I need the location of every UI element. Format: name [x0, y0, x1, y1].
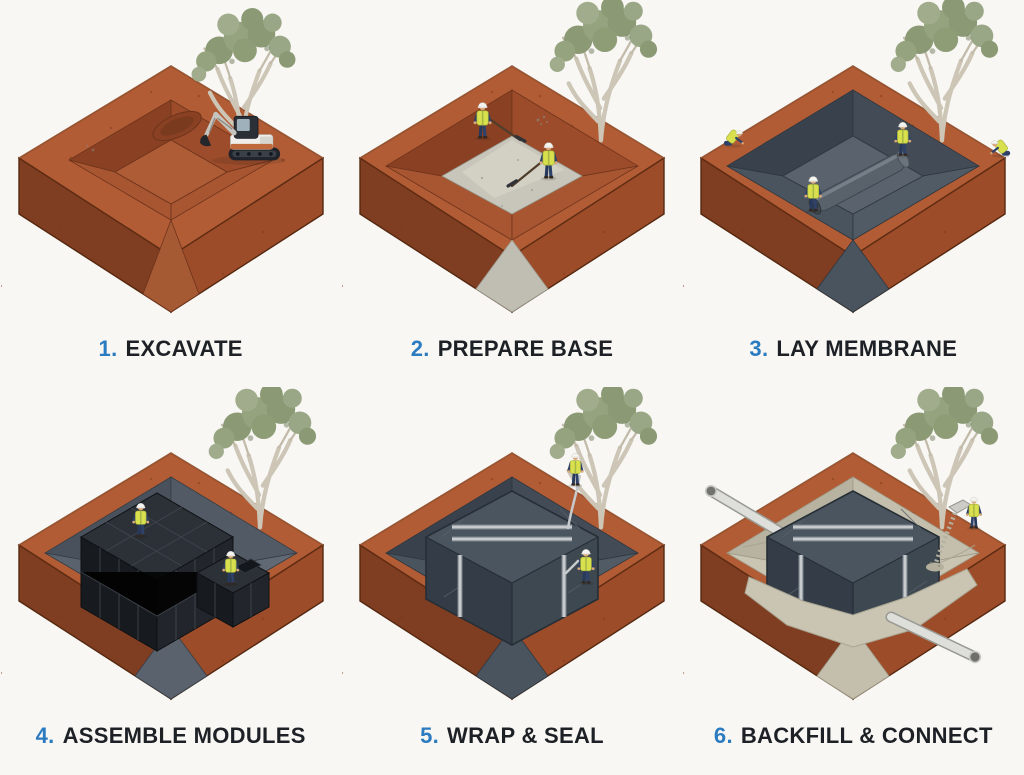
step-6-caption: 6. BACKFILL & CONNECT — [714, 725, 993, 747]
step-number: 1. — [98, 336, 118, 361]
pit-interior-base — [384, 89, 640, 313]
dig-depression — [151, 110, 202, 142]
step-number: 4. — [35, 723, 55, 748]
step-number: 6. — [713, 723, 733, 748]
step-label: PREPARE BASE — [437, 336, 614, 361]
panel-backfill-connect: 6. BACKFILL & CONNECT — [683, 387, 1024, 775]
inlet-pipe — [705, 485, 791, 541]
sealing-tape — [566, 474, 582, 530]
panel-assemble-modules: 4. ASSEMBLE MODULES — [0, 387, 341, 775]
step-5-caption: 5. WRAP & SEAL — [420, 725, 604, 747]
step-2-illustration — [341, 0, 665, 313]
step-label: LAY MEMBRANE — [776, 336, 958, 361]
screeded-strip — [461, 140, 564, 198]
sealing-tape — [564, 559, 580, 575]
step-2-caption: 2. PREPARE BASE — [411, 338, 614, 360]
step-number: 5. — [420, 723, 440, 748]
step-3-caption: 3. LAY MEMBRANE — [749, 338, 957, 360]
step-6-illustration — [683, 387, 1007, 700]
panel-excavate: 1. EXCAVATE — [0, 0, 341, 387]
carried-module — [233, 558, 262, 574]
step-4-illustration — [0, 387, 324, 700]
gravel-pour — [926, 512, 958, 572]
step-label: WRAP & SEAL — [447, 723, 604, 748]
step-number: 2. — [410, 336, 430, 361]
step-number: 3. — [749, 336, 769, 361]
step-label: BACKFILL & CONNECT — [740, 723, 993, 748]
dust-specks — [536, 115, 548, 125]
pit-interior-earth — [67, 99, 274, 313]
step-1-illustration — [0, 0, 324, 313]
dust-specks — [85, 145, 95, 152]
step-4-caption: 4. ASSEMBLE MODULES — [36, 725, 306, 747]
rake — [506, 158, 546, 188]
step-label: EXCAVATE — [125, 336, 243, 361]
step-3-illustration — [683, 0, 1012, 313]
step-1-caption: 1. EXCAVATE — [99, 338, 243, 360]
module-stack — [79, 492, 270, 652]
rake — [486, 116, 527, 143]
panel-wrap-seal: 5. WRAP & SEAL — [341, 387, 682, 775]
panel-lay-membrane: 3. LAY MEMBRANE — [683, 0, 1024, 387]
outlet-pipe — [885, 611, 982, 664]
backfill-mound — [744, 568, 979, 648]
step-5-illustration — [341, 387, 665, 700]
panel-prepare-base: 2. PREPARE BASE — [341, 0, 682, 387]
step-label: ASSEMBLE MODULES — [62, 723, 306, 748]
